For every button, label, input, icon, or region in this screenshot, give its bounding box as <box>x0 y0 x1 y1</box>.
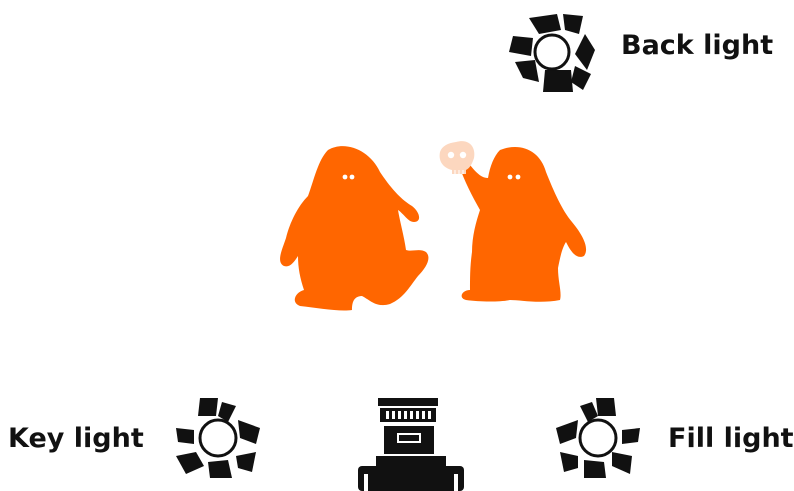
left-figure <box>280 146 428 310</box>
key-light-spotlight-icon <box>176 398 264 478</box>
right-figure <box>458 147 586 302</box>
key-light-label: Key light <box>8 425 144 452</box>
fill-light-spotlight-icon <box>552 398 640 478</box>
camera-icon <box>358 398 464 491</box>
fill-light-label: Fill light <box>668 425 794 452</box>
